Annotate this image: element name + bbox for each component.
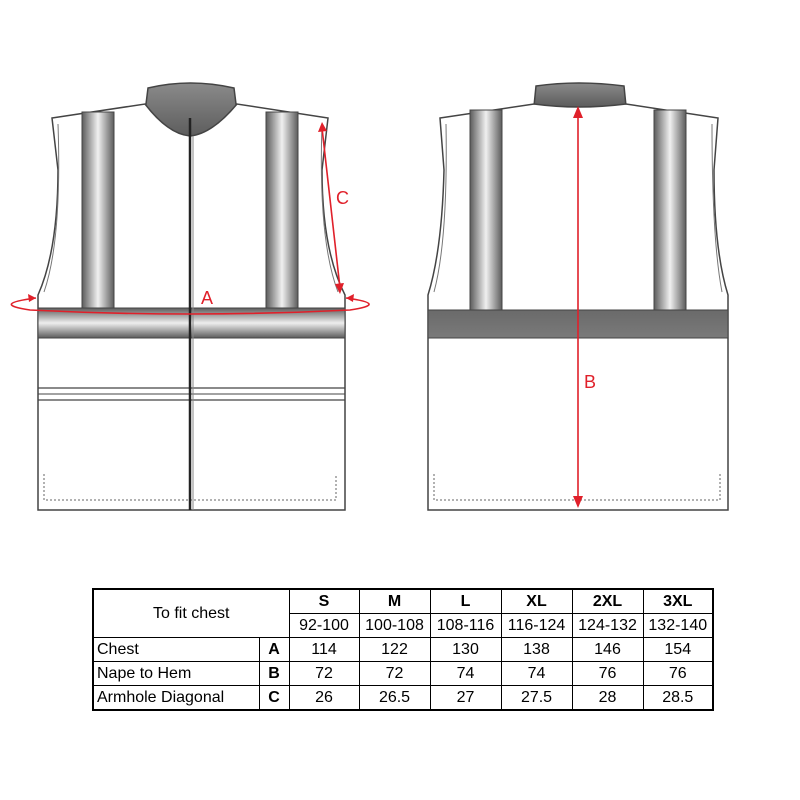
measure-c: C (318, 122, 349, 294)
label-c: C (336, 188, 349, 208)
row-key: A (258, 637, 290, 662)
row-name: Armhole Diagonal (92, 685, 260, 711)
size-s: S (288, 588, 360, 614)
measure-a-curve (10, 297, 370, 315)
cell: 74 (429, 661, 502, 686)
cell: 27.5 (500, 685, 573, 711)
range-l: 108-116 (429, 613, 502, 638)
cell: 130 (429, 637, 502, 662)
cell: 76 (642, 661, 714, 686)
range-m: 100-108 (358, 613, 431, 638)
vest-diagram: A C B (10, 82, 729, 511)
chest-range-row: 92-100 100-108 108-116 116-124 124-132 1… (93, 613, 714, 638)
front-tape-right (265, 111, 299, 309)
label-a: A (201, 288, 213, 308)
size-3xl: 3XL (642, 588, 714, 614)
range-3xl: 132-140 (642, 613, 714, 638)
back-tape-left (469, 109, 503, 311)
cell: 26 (288, 685, 360, 711)
front-tape-left (81, 111, 115, 309)
table-corner: To fit chest (92, 588, 290, 638)
row-name: Chest (92, 637, 260, 662)
vest-front (37, 82, 346, 511)
cell: 76 (571, 661, 644, 686)
size-header-row: To fit chest S M L XL 2XL 3XL (92, 588, 714, 638)
size-m: M (358, 588, 431, 614)
back-tape-right (653, 109, 687, 311)
range-s: 92-100 (288, 613, 360, 638)
cell: 146 (571, 637, 644, 662)
row-name: Nape to Hem (92, 661, 260, 686)
back-collar (533, 82, 627, 109)
cell: 28.5 (642, 685, 714, 711)
cell: 74 (500, 661, 573, 686)
cell: 26.5 (358, 685, 431, 711)
row-key: C (258, 685, 290, 711)
table-row: Chest A 114 122 130 138 146 154 (92, 637, 714, 662)
cell: 28 (571, 685, 644, 711)
cell: 154 (642, 637, 714, 662)
range-xl: 116-124 (500, 613, 573, 638)
cell: 27 (429, 685, 502, 711)
table-row: Nape to Hem B 72 72 74 74 76 76 (92, 661, 714, 686)
size-chart-table: To fit chest S M L XL 2XL 3XL 92-100 100… (92, 588, 715, 711)
size-l: L (429, 588, 502, 614)
measure-b: B (573, 106, 596, 508)
range-2xl: 124-132 (571, 613, 644, 638)
cell: 138 (500, 637, 573, 662)
cell: 122 (358, 637, 431, 662)
cell: 114 (288, 637, 360, 662)
size-xl: XL (500, 588, 573, 614)
cell: 72 (288, 661, 360, 686)
table-row: Armhole Diagonal C 26 26.5 27 27.5 28 28… (92, 685, 714, 711)
label-b: B (584, 372, 596, 392)
cell: 72 (358, 661, 431, 686)
row-key: B (258, 661, 290, 686)
size-2xl: 2XL (571, 588, 644, 614)
measure-a: A (10, 288, 370, 315)
